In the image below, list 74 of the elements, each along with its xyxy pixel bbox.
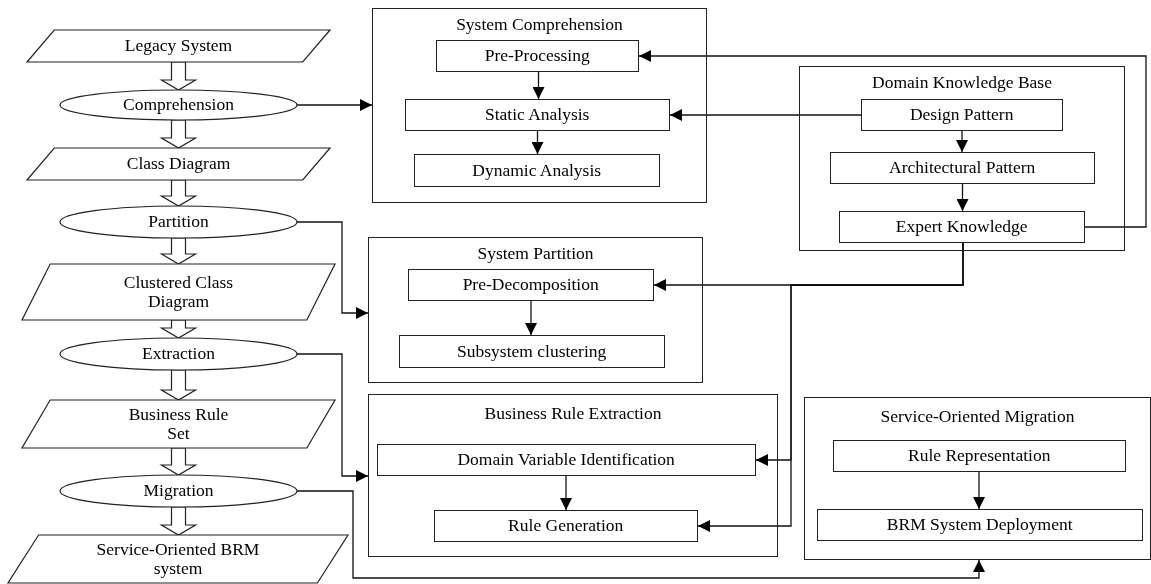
node-label: Design Pattern	[909, 105, 1014, 125]
node-label: Rule Representation	[908, 446, 1051, 466]
block-arrow	[159, 447, 198, 476]
node-label: Clustered Class Diagram	[122, 272, 235, 312]
node-label: Pre-Decomposition	[462, 275, 599, 295]
process-box	[404, 98, 670, 131]
node-label: Legacy System	[124, 36, 233, 56]
data-parallelogram	[22, 400, 335, 448]
arrow	[296, 353, 369, 482]
block-arrow	[159, 369, 198, 401]
node-label: Extraction	[142, 344, 215, 364]
process-box	[413, 153, 660, 187]
process-ellipse	[60, 475, 297, 507]
arrow	[532, 71, 545, 100]
node-label: Domain Variable Identification	[457, 450, 675, 470]
arrow	[638, 50, 1147, 228]
arrow	[956, 183, 969, 212]
process-box	[435, 39, 639, 72]
process-box	[838, 210, 1085, 243]
block-arrow	[159, 237, 198, 265]
node-label: Architectural Pattern	[889, 158, 1036, 178]
process-box	[829, 151, 1095, 184]
process-ellipse	[60, 338, 297, 370]
block-arrow	[159, 179, 198, 207]
group-box	[372, 8, 707, 203]
arrow	[560, 475, 572, 511]
node-label: Rule Generation	[508, 516, 624, 536]
node-label: Pre-Processing	[484, 46, 590, 66]
node-label: Class Diagram	[126, 154, 231, 174]
data-parallelogram	[8, 535, 348, 583]
block-arrow	[159, 506, 198, 536]
arrow	[669, 109, 862, 121]
arrow	[296, 221, 369, 319]
node-label: BRM System Deployment	[886, 515, 1073, 535]
process-box	[398, 334, 665, 368]
data-parallelogram	[22, 264, 335, 320]
group-box	[799, 66, 1125, 251]
group-box	[368, 237, 703, 383]
block-arrow	[159, 61, 198, 91]
node-label: Migration	[143, 481, 214, 501]
block-arrow	[159, 319, 198, 339]
data-parallelogram	[27, 148, 330, 180]
process-box	[832, 439, 1126, 472]
node-label: Comprehension	[123, 95, 234, 115]
group-title: System Partition	[476, 244, 595, 264]
process-box	[433, 509, 698, 542]
process-ellipse	[60, 90, 297, 120]
process-ellipse	[60, 206, 297, 238]
process-box	[407, 268, 654, 301]
group-title: System Comprehension	[455, 15, 624, 35]
node-label: Expert Knowledge	[895, 217, 1028, 237]
process-box	[376, 443, 756, 476]
process-box	[860, 98, 1063, 131]
arrow	[296, 490, 985, 579]
node-label: Subsystem clustering	[457, 341, 607, 361]
arrow	[956, 130, 968, 153]
group-title: Domain Knowledge Base	[871, 73, 1053, 93]
data-parallelogram	[27, 30, 330, 62]
arrow	[697, 242, 964, 532]
arrow	[525, 300, 537, 336]
group-box	[804, 397, 1151, 560]
arrow	[296, 99, 373, 111]
arrow	[531, 130, 544, 155]
node-label: Dynamic Analysis	[472, 160, 602, 180]
group-title: Service-Oriented Migration	[879, 407, 1076, 427]
group-box	[368, 394, 778, 557]
node-label: Business Rule Set	[127, 404, 230, 444]
process-box	[816, 508, 1143, 541]
node-label: Service-Oriented BRM system	[95, 539, 261, 579]
block-arrow	[159, 119, 198, 149]
arrow	[973, 471, 985, 510]
node-label: Static Analysis	[484, 105, 590, 125]
node-label: Partition	[148, 212, 209, 232]
group-title: Business Rule Extraction	[483, 404, 663, 424]
